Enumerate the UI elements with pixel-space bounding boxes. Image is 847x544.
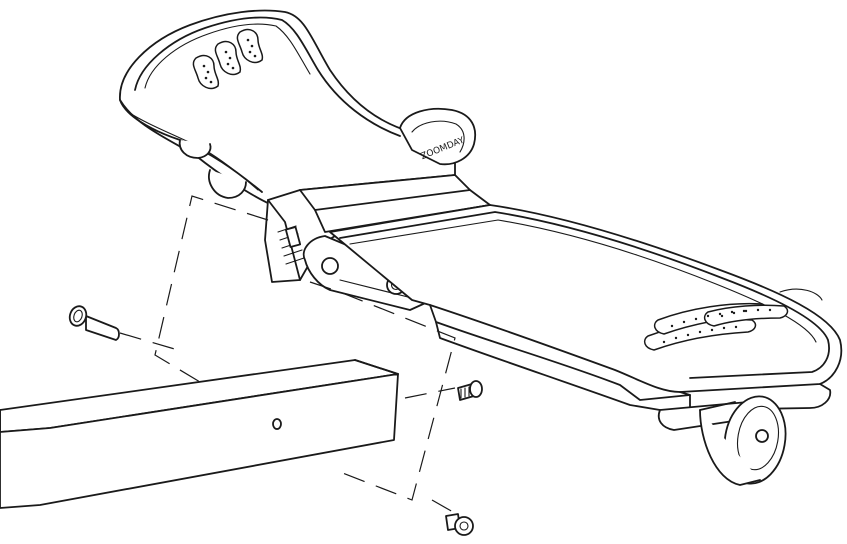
rear-deck	[329, 204, 843, 411]
screw-upper	[457, 380, 483, 401]
screw-lower	[445, 513, 474, 536]
rear-grip-dots	[662, 308, 772, 344]
rear-caster-wheel	[657, 395, 787, 486]
long-bar	[0, 359, 399, 509]
front-caster-wheel: ZOOMDAY	[399, 107, 476, 166]
grip-dots	[202, 38, 257, 84]
rear-grip-pads	[643, 302, 789, 351]
front-grip-pads	[192, 28, 264, 90]
pivot-pin	[68, 305, 120, 341]
front-deck	[119, 9, 456, 206]
bar-hole	[272, 418, 282, 430]
